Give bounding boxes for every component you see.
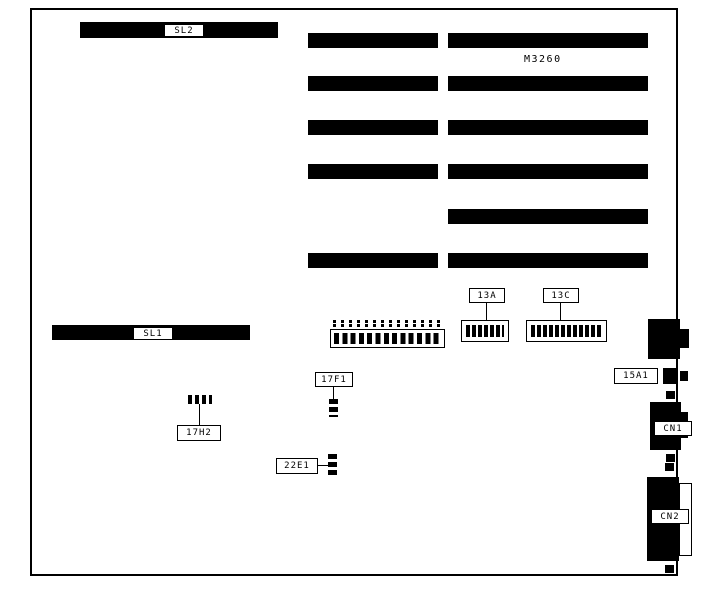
expansion-slot-left-1 <box>308 33 438 48</box>
expansion-slot-left-3 <box>308 120 438 135</box>
label-17h2: 17H2 <box>177 425 221 441</box>
label-cn1: CN1 <box>654 421 692 436</box>
pointer-line-13a <box>486 303 487 320</box>
jumper-17f1 <box>329 399 338 417</box>
expansion-slot-right-5 <box>448 209 648 224</box>
header-connector <box>330 329 445 348</box>
edge-nub-icon <box>665 565 674 573</box>
label-13c: 13C <box>543 288 579 303</box>
expansion-slot-right-2 <box>448 76 648 91</box>
expansion-slot-left-4 <box>308 164 438 179</box>
keyboard-connector-nub-icon <box>680 329 689 348</box>
part-number-text: M3260 <box>524 54 562 65</box>
dip-switch-13a <box>461 320 509 342</box>
dip-switch-13a-segments-icon <box>466 325 504 337</box>
label-13a: 13A <box>469 288 505 303</box>
label-sl2: SL2 <box>164 24 204 37</box>
edge-nub-icon <box>680 371 688 381</box>
label-17f1: 17F1 <box>315 372 353 387</box>
expansion-slot-right-6 <box>448 253 648 268</box>
dip-switch-13c-segments-icon <box>531 325 602 337</box>
expansion-slot-left-2 <box>308 76 438 91</box>
expansion-slot-right-1 <box>448 33 648 48</box>
pointer-line-13c <box>560 303 561 320</box>
expansion-slot-right-3 <box>448 120 648 135</box>
component-15a1 <box>663 368 677 384</box>
pointer-line-17h2 <box>199 404 200 425</box>
board-outline <box>30 8 678 576</box>
pointer-line-17f1 <box>333 387 334 399</box>
pin-header-row-icon <box>333 324 443 327</box>
pin-header-row-icon <box>333 320 443 323</box>
label-cn2: CN2 <box>651 509 689 524</box>
keyboard-connector <box>648 319 680 359</box>
edge-nub-icon <box>665 463 674 471</box>
pointer-line-22e1 <box>318 465 328 466</box>
header-connector-pins-icon <box>334 333 441 344</box>
expansion-slot-right-4 <box>448 164 648 179</box>
jumper-22e1 <box>328 454 337 478</box>
label-15a1: 15A1 <box>614 368 658 384</box>
edge-nub-icon <box>666 454 675 462</box>
label-sl1: SL1 <box>133 327 173 340</box>
label-22e1: 22E1 <box>276 458 318 474</box>
jumper-17h2 <box>188 395 212 404</box>
dip-switch-13c <box>526 320 607 342</box>
expansion-slot-left-5 <box>308 253 438 268</box>
edge-nub-icon <box>666 391 675 399</box>
